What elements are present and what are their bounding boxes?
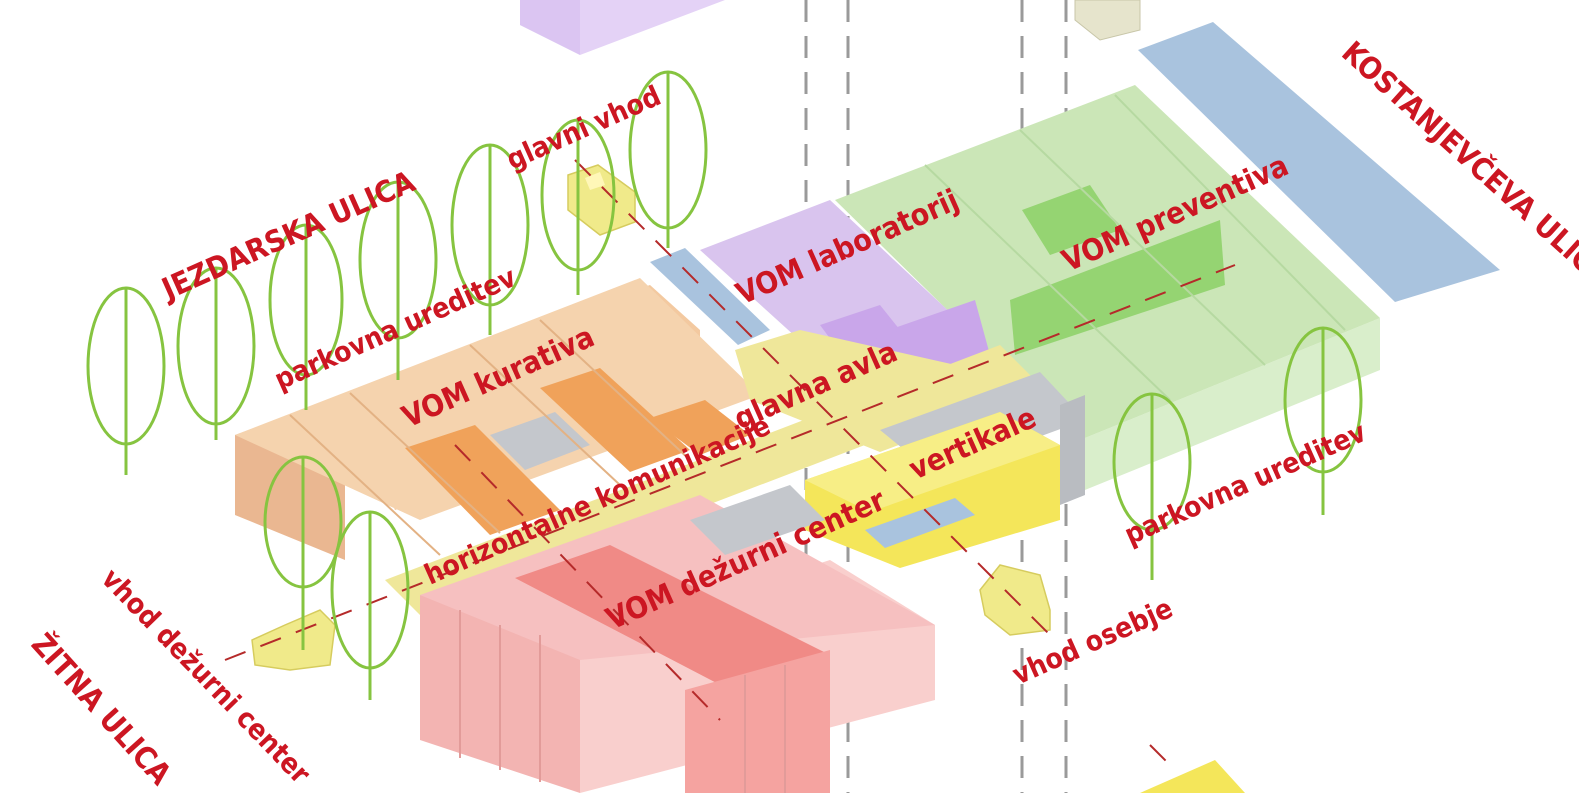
tree <box>540 118 616 295</box>
tree <box>1283 326 1363 515</box>
label-zitna-ulica: ŽITNA ULICA <box>24 626 178 792</box>
emergency-entrance-arrow <box>251 609 336 671</box>
label-main-entrance: glavni vhod <box>501 79 665 176</box>
tree <box>358 180 438 380</box>
horizontal-communication-band <box>385 345 1035 615</box>
tree <box>628 70 708 248</box>
blue-corridor-strip <box>650 248 770 345</box>
emergency-block <box>420 485 935 793</box>
tree <box>330 510 410 700</box>
grey-service-column <box>1060 395 1085 505</box>
tree <box>263 455 343 650</box>
circulation-axes <box>224 159 1236 771</box>
main-entrance-arrow <box>567 164 636 236</box>
tree <box>176 266 256 440</box>
tree <box>1112 392 1192 580</box>
purple-neighbour-side <box>520 0 580 55</box>
tree <box>86 286 166 475</box>
bottom-yellow-fragment <box>1140 760 1245 793</box>
tree <box>450 143 530 335</box>
label-jezdarska-ulica: JEZDARSKA ULICA <box>155 164 420 308</box>
top-building-fragment <box>1074 0 1141 41</box>
blue-parking-strip <box>1138 22 1500 302</box>
trees <box>86 70 1363 700</box>
prevention-block <box>835 85 1380 492</box>
verticals-block <box>805 412 1060 568</box>
curative-block <box>235 278 760 560</box>
tree <box>268 223 344 410</box>
